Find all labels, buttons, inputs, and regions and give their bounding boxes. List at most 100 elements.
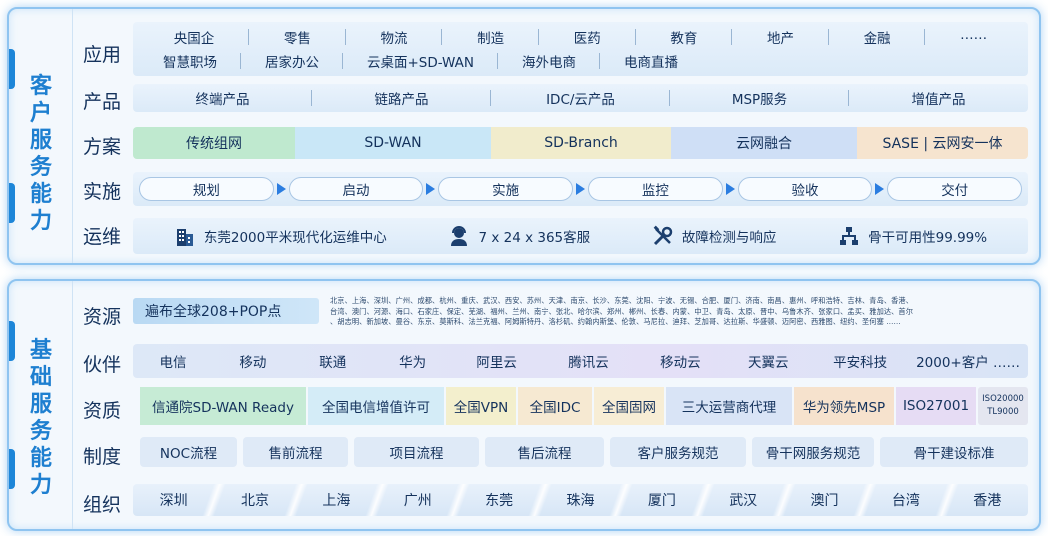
organization-city: 上海 [296, 484, 377, 516]
industry-item: 金融 [829, 27, 926, 47]
ops-item-fault: 故障检测与响应 [652, 225, 777, 247]
product-item: MSP服务 [670, 88, 849, 108]
row-label-application: 应用 [82, 44, 121, 66]
ops-item-support: 7 x 24 x 365客服 [448, 225, 590, 247]
partner-item: 天翼云 [748, 355, 789, 371]
process-item: 骨干网服务规范 [752, 437, 874, 467]
qualification-item: 华为领先MSP [794, 387, 894, 425]
solution-item: 云网融合 [671, 127, 857, 159]
row-label-process: 制度 [82, 446, 121, 468]
partner-item: 阿里云 [476, 355, 517, 371]
row-label-organization: 组织 [82, 494, 121, 516]
industry-item: 医药 [539, 27, 636, 47]
implement-step: 验收 [737, 177, 873, 201]
implement-step: 实施 [438, 177, 574, 201]
scenario-item: 云桌面+SD-WAN [343, 51, 499, 71]
ops-fault-text: 故障检测与响应 [681, 230, 777, 246]
base-service-sidebar: 基础服务能力 [9, 281, 73, 529]
product-item: 增值产品 [911, 92, 966, 108]
arrow-right-icon [725, 183, 735, 195]
organization-city: 珠海 [540, 484, 621, 516]
process-item: 客户服务规范 [610, 437, 746, 467]
industry-item: 央国企 [139, 27, 250, 47]
qual-iso20000: ISO20000 [982, 394, 1024, 404]
ops-bar: 东莞2000平米现代化运维中心 7 x 24 x 365客服 故障检测与响应 骨… [133, 218, 1028, 254]
customer-service-title: 客户服务能力 [29, 74, 52, 234]
product-item: 终端产品 [133, 88, 312, 108]
pop-city-list: 北京、上海、深圳、广州、成都、杭州、重庆、武汉、西安、苏州、天津、南京、长沙、东… [330, 296, 1030, 328]
building-icon [174, 225, 196, 247]
application-industries: 央国企零售物流制造医药教育地产金融…… [139, 27, 1022, 47]
scenario-item: 电商直播 [623, 55, 678, 71]
qual-tl9000: TL9000 [987, 407, 1019, 417]
organization-city: 澳门 [784, 484, 865, 516]
solution-item: SD-Branch [491, 127, 671, 159]
qualification-item: 全国电信增值许可 [308, 387, 444, 425]
partner-item: 移动云 [660, 355, 701, 371]
organization-city: 厦门 [621, 484, 702, 516]
organization-city: 台湾 [865, 484, 946, 516]
arrow-right-icon [875, 183, 885, 195]
ops-item-center: 东莞2000平米现代化运维中心 [174, 225, 387, 247]
process-item: 售后流程 [485, 437, 604, 467]
implement-step: 规划 [139, 177, 274, 201]
organization-city: 香港 [947, 484, 1028, 516]
qualification-item: 信通院SD-WAN Ready [140, 387, 306, 425]
product-item: IDC/云产品 [491, 88, 670, 108]
industry-item: 物流 [346, 27, 443, 47]
partner-item: 华为 [399, 355, 427, 371]
process-item: 售前流程 [243, 437, 348, 467]
solution-item: SD-WAN [295, 127, 491, 159]
tools-icon [652, 225, 674, 247]
product-item: 链路产品 [312, 88, 491, 108]
implement-step: 监控 [588, 177, 723, 201]
row-label-implement: 实施 [82, 181, 121, 203]
industry-item: …… [960, 27, 988, 43]
headset-agent-icon [448, 225, 470, 247]
ops-item-availability: 骨干可用性99.99% [838, 225, 987, 247]
organization-city: 北京 [214, 484, 295, 516]
organization-city: 东莞 [458, 484, 539, 516]
pop-count: 遍布全球208+POP点 [133, 298, 319, 324]
partner-item: 移动 [239, 355, 267, 371]
row-label-partner: 伙伴 [82, 354, 121, 376]
scenario-item: 居家办公 [241, 51, 343, 71]
industry-item: 教育 [636, 27, 733, 47]
partner-item: 平安科技 [833, 355, 888, 371]
organization-city: 深圳 [159, 493, 188, 509]
customer-service-sidebar: 客户服务能力 [9, 9, 73, 263]
scenario-item: 智慧职场 [139, 51, 241, 71]
process-item: 骨干建设标准 [880, 437, 1028, 467]
row-label-qualification: 资质 [82, 400, 121, 422]
qualification-item: 全国IDC [518, 387, 592, 425]
solution-item: SASE | 云网安一体 [857, 127, 1028, 159]
network-topology-icon [838, 225, 860, 247]
industry-item: 零售 [249, 27, 346, 47]
qual-iso20000-tl9000: ISO20000 TL9000 [978, 387, 1028, 425]
process-item: NOC流程 [140, 437, 237, 467]
row-label-ops: 运维 [82, 226, 121, 248]
organization-city: 武汉 [703, 484, 784, 516]
row-label-solution: 方案 [82, 136, 121, 158]
pop-cities-line-3: 、胡志明、新加坡、曼谷、东京、莫斯科、法兰克福、阿姆斯特丹、洛杉矶、约翰内斯堡、… [330, 317, 901, 326]
qualification-item: 全国固网 [594, 387, 664, 425]
row-label-product: 产品 [82, 91, 121, 113]
process-item: 项目流程 [354, 437, 479, 467]
implement-bar: 规划启动实施监控验收交付 [133, 172, 1028, 206]
qualification-item: ISO27001 [896, 387, 976, 425]
ops-center-text: 东莞2000平米现代化运维中心 [203, 230, 387, 246]
qualification-item: 三大运营商代理 [666, 387, 792, 425]
organization-city: 广州 [377, 484, 458, 516]
pop-cities-line-1: 北京、上海、深圳、广州、成都、杭州、重庆、武汉、西安、苏州、天津、南京、长沙、东… [330, 296, 914, 305]
ops-availability-text: 骨干可用性99.99% [868, 230, 988, 246]
base-service-title: 基础服务能力 [29, 338, 52, 498]
solution-item: 传统组网 [133, 127, 295, 159]
partner-item: 电信 [159, 355, 187, 371]
implement-step: 启动 [288, 177, 424, 201]
organization-bar: 深圳 北京上海广州东莞珠海厦门武汉澳门台湾香港 [133, 484, 1028, 516]
